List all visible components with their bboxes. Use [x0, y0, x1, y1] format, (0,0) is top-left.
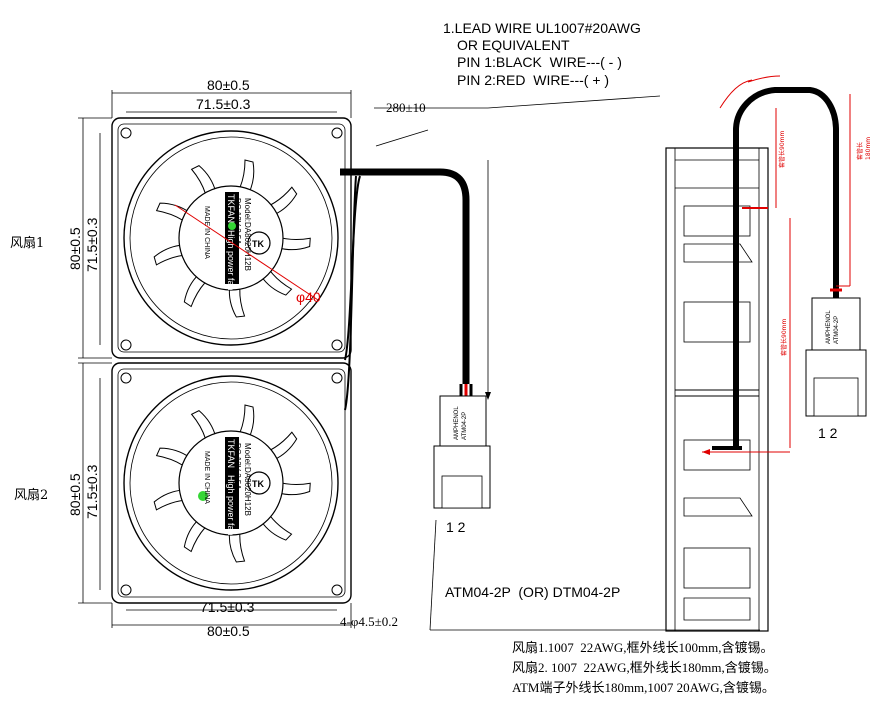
- connector-front: AMPHENOL ATM04-2P: [433, 395, 491, 509]
- connector-side: AMPHENOL ATM04-2P: [805, 288, 867, 417]
- note-pin1: PIN 1:BLACK WIRE---( - ): [457, 54, 622, 70]
- footer-note-1: 风扇1.1007 22AWG,框外线长100mm,含镀锡。: [512, 640, 774, 655]
- dim-width-outer-top: 80±0.5: [207, 77, 250, 93]
- svg-text:180mm: 180mm: [865, 137, 872, 160]
- footer-note-3: ATM端子外线长180mm,1007 20AWG,含镀锡。: [512, 680, 775, 695]
- fan2-label-origin: MADE IN CHINA: [203, 451, 210, 504]
- dim-height-outer-fan1: 80±0.5: [67, 227, 83, 270]
- fan1-label-origin: MADE IN CHINA: [203, 206, 210, 259]
- fan2-label: 风扇2: [14, 488, 49, 503]
- mount-hole-icon: [120, 584, 132, 596]
- fan2-label-model: Model:DA8020H12B: [243, 443, 252, 516]
- footer-note-2: 风扇2. 1007 22AWG,框外线长180mm,含镀锡。: [512, 660, 777, 675]
- dim-width-outer-bottom: 80±0.5: [207, 623, 250, 639]
- note-equivalent: OR EQUIVALENT: [457, 37, 570, 53]
- fan-2: [111, 362, 352, 604]
- note-lead-wire: 1.LEAD WIRE UL1007#20AWG: [443, 20, 641, 36]
- fan1-label-model: Model:DA8020H12B: [243, 198, 252, 271]
- fan-1: [111, 117, 352, 359]
- dim-height-inner-fan2: 71.5±0.3: [84, 464, 100, 519]
- mount-holes-spec: 4-φ4.5±0.2: [340, 614, 398, 629]
- tk-logo-icon: [247, 231, 271, 255]
- fan2-label-slogan: High power fan: [226, 475, 236, 536]
- side-view: [665, 147, 769, 632]
- dim-height-outer-fan2: 80±0.5: [67, 473, 83, 516]
- mount-hole-icon: [331, 127, 343, 139]
- dim-height-inner-fan1: 71.5±0.3: [84, 217, 100, 272]
- mount-hole-icon: [120, 127, 132, 139]
- svg-text:AMPHENOL: AMPHENOL: [826, 310, 832, 344]
- side-dim-right: 套管长: [856, 142, 864, 160]
- connector-front-pins: 1 2: [446, 519, 466, 535]
- dim-cable-length: 280±10: [386, 100, 426, 115]
- side-dim-top: 套管长90mm: [778, 131, 786, 168]
- fan2-logo-text: TK: [252, 479, 264, 489]
- led-icon: [198, 491, 208, 501]
- svg-text:ATM04-2P: ATM04-2P: [834, 316, 840, 344]
- mount-hole-icon: [120, 372, 132, 384]
- fan1-label-slogan: High power fan: [226, 230, 236, 291]
- connector-front-model: AMPHENOL: [454, 406, 460, 440]
- tk-logo-icon: [247, 471, 271, 495]
- mount-hole-icon: [331, 372, 343, 384]
- mount-hole-icon: [331, 339, 343, 351]
- fan1-label-rating: DC 12V 2.5A: [233, 198, 242, 245]
- fan1-label-brand: TKFAN: [226, 194, 236, 223]
- connector-note: ATM04-2P (OR) DTM04-2P: [445, 584, 621, 600]
- fan2-label-brand: TKFAN: [226, 439, 236, 468]
- side-dim-bottom: 套管长90mm: [780, 319, 788, 356]
- note-pin2: PIN 2:RED WIRE---( + ): [457, 72, 610, 88]
- dim-width-inner-top: 71.5±0.3: [196, 96, 251, 112]
- connector-side-pins: 1 2: [818, 425, 838, 441]
- svg-text:ATM04-2P: ATM04-2P: [462, 412, 468, 440]
- fan2-label-rating: DC 12V 2.5A: [233, 443, 242, 490]
- mount-hole-icon: [331, 584, 343, 596]
- fan1-logo-text: TK: [252, 239, 264, 249]
- mount-hole-icon: [120, 339, 132, 351]
- hole-diameter: φ40: [296, 289, 321, 305]
- led-icon: [228, 222, 236, 230]
- dim-width-inner-bottom: 71.5±0.3: [200, 599, 255, 615]
- fan1-label: 风扇1: [10, 236, 45, 251]
